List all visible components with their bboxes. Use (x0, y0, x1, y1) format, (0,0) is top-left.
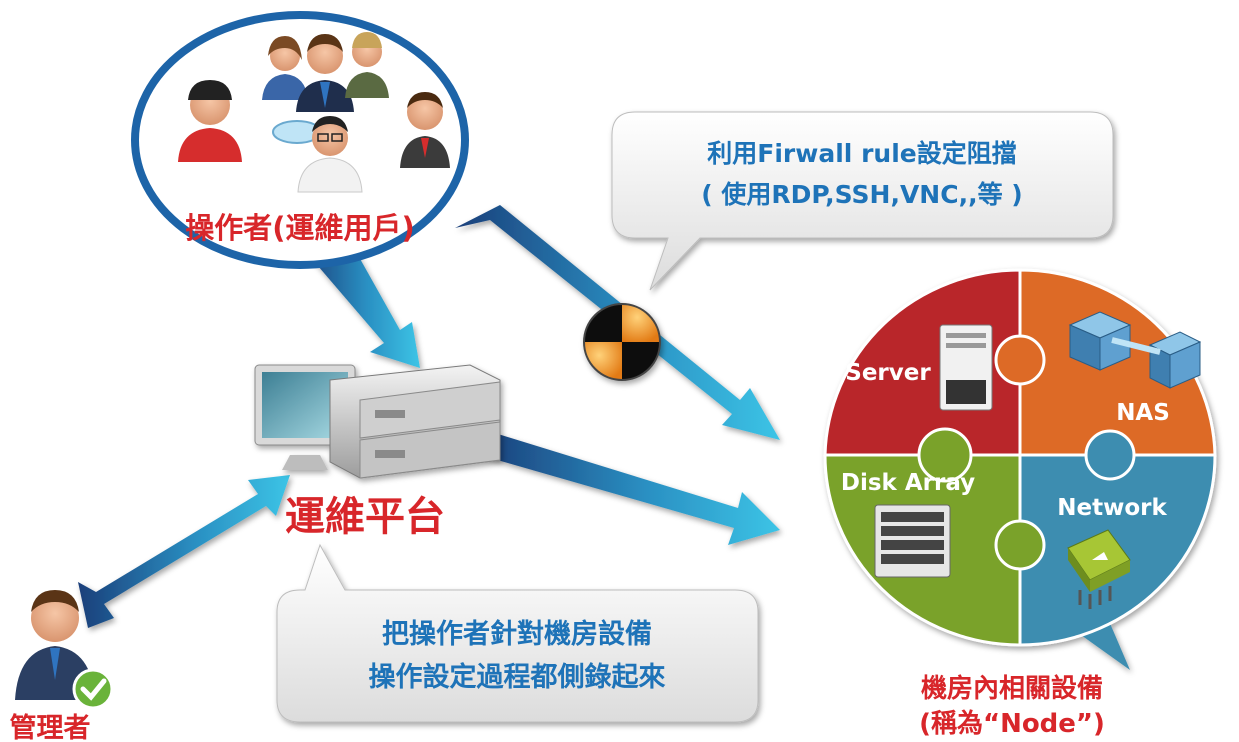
manager-person-icon (296, 34, 354, 112)
puzzle-label-network: Network (1057, 495, 1167, 521)
record-note-line1: 把操作者針對機房設備 (382, 618, 652, 650)
platform-label: 運維平台 (285, 494, 445, 540)
operators-label: 操作者(運維用戶) (185, 211, 415, 245)
devices-label-line1: 機房內相關設備 (921, 673, 1103, 704)
firewall-callout (611, 111, 1114, 291)
puzzle-label-nas: NAS (1116, 400, 1170, 426)
support-person-icon (400, 92, 450, 168)
operators-group: 操作者(運維用戶) (131, 11, 469, 269)
puzzle-label-disk-array: Disk Array (841, 470, 975, 496)
record-note-line2: 操作設定過程都側錄起來 (369, 661, 666, 693)
firewall-block-icon (583, 303, 661, 381)
blond-person-icon (345, 32, 389, 98)
nas-storage-icon (1068, 311, 1202, 389)
developer-person-icon (297, 116, 363, 193)
devices-label-line2: (稱為“Node”) (919, 709, 1105, 739)
server-tower-icon (939, 324, 993, 411)
firewall-note-line2: ( 使用RDP,SSH,VNC,,等 ) (701, 180, 1022, 209)
firewall-note-line1: 利用Firwall rule設定阻擋 (707, 139, 1016, 168)
platform-computer-icon (254, 364, 501, 479)
hacker-person-icon (178, 80, 242, 162)
admin-label: 管理者 (10, 713, 91, 742)
record-callout (276, 543, 759, 723)
woman-person-icon (262, 36, 308, 100)
checkmark-icon (72, 668, 114, 710)
disk-array-icon (874, 504, 951, 578)
puzzle-label-server: Server (845, 360, 931, 386)
arrow-operators-to-nodes (455, 205, 780, 440)
arrow-platform-to-nodes (480, 434, 780, 545)
arrow-admin-platform (78, 475, 290, 628)
network-chip-icon (1067, 529, 1131, 609)
